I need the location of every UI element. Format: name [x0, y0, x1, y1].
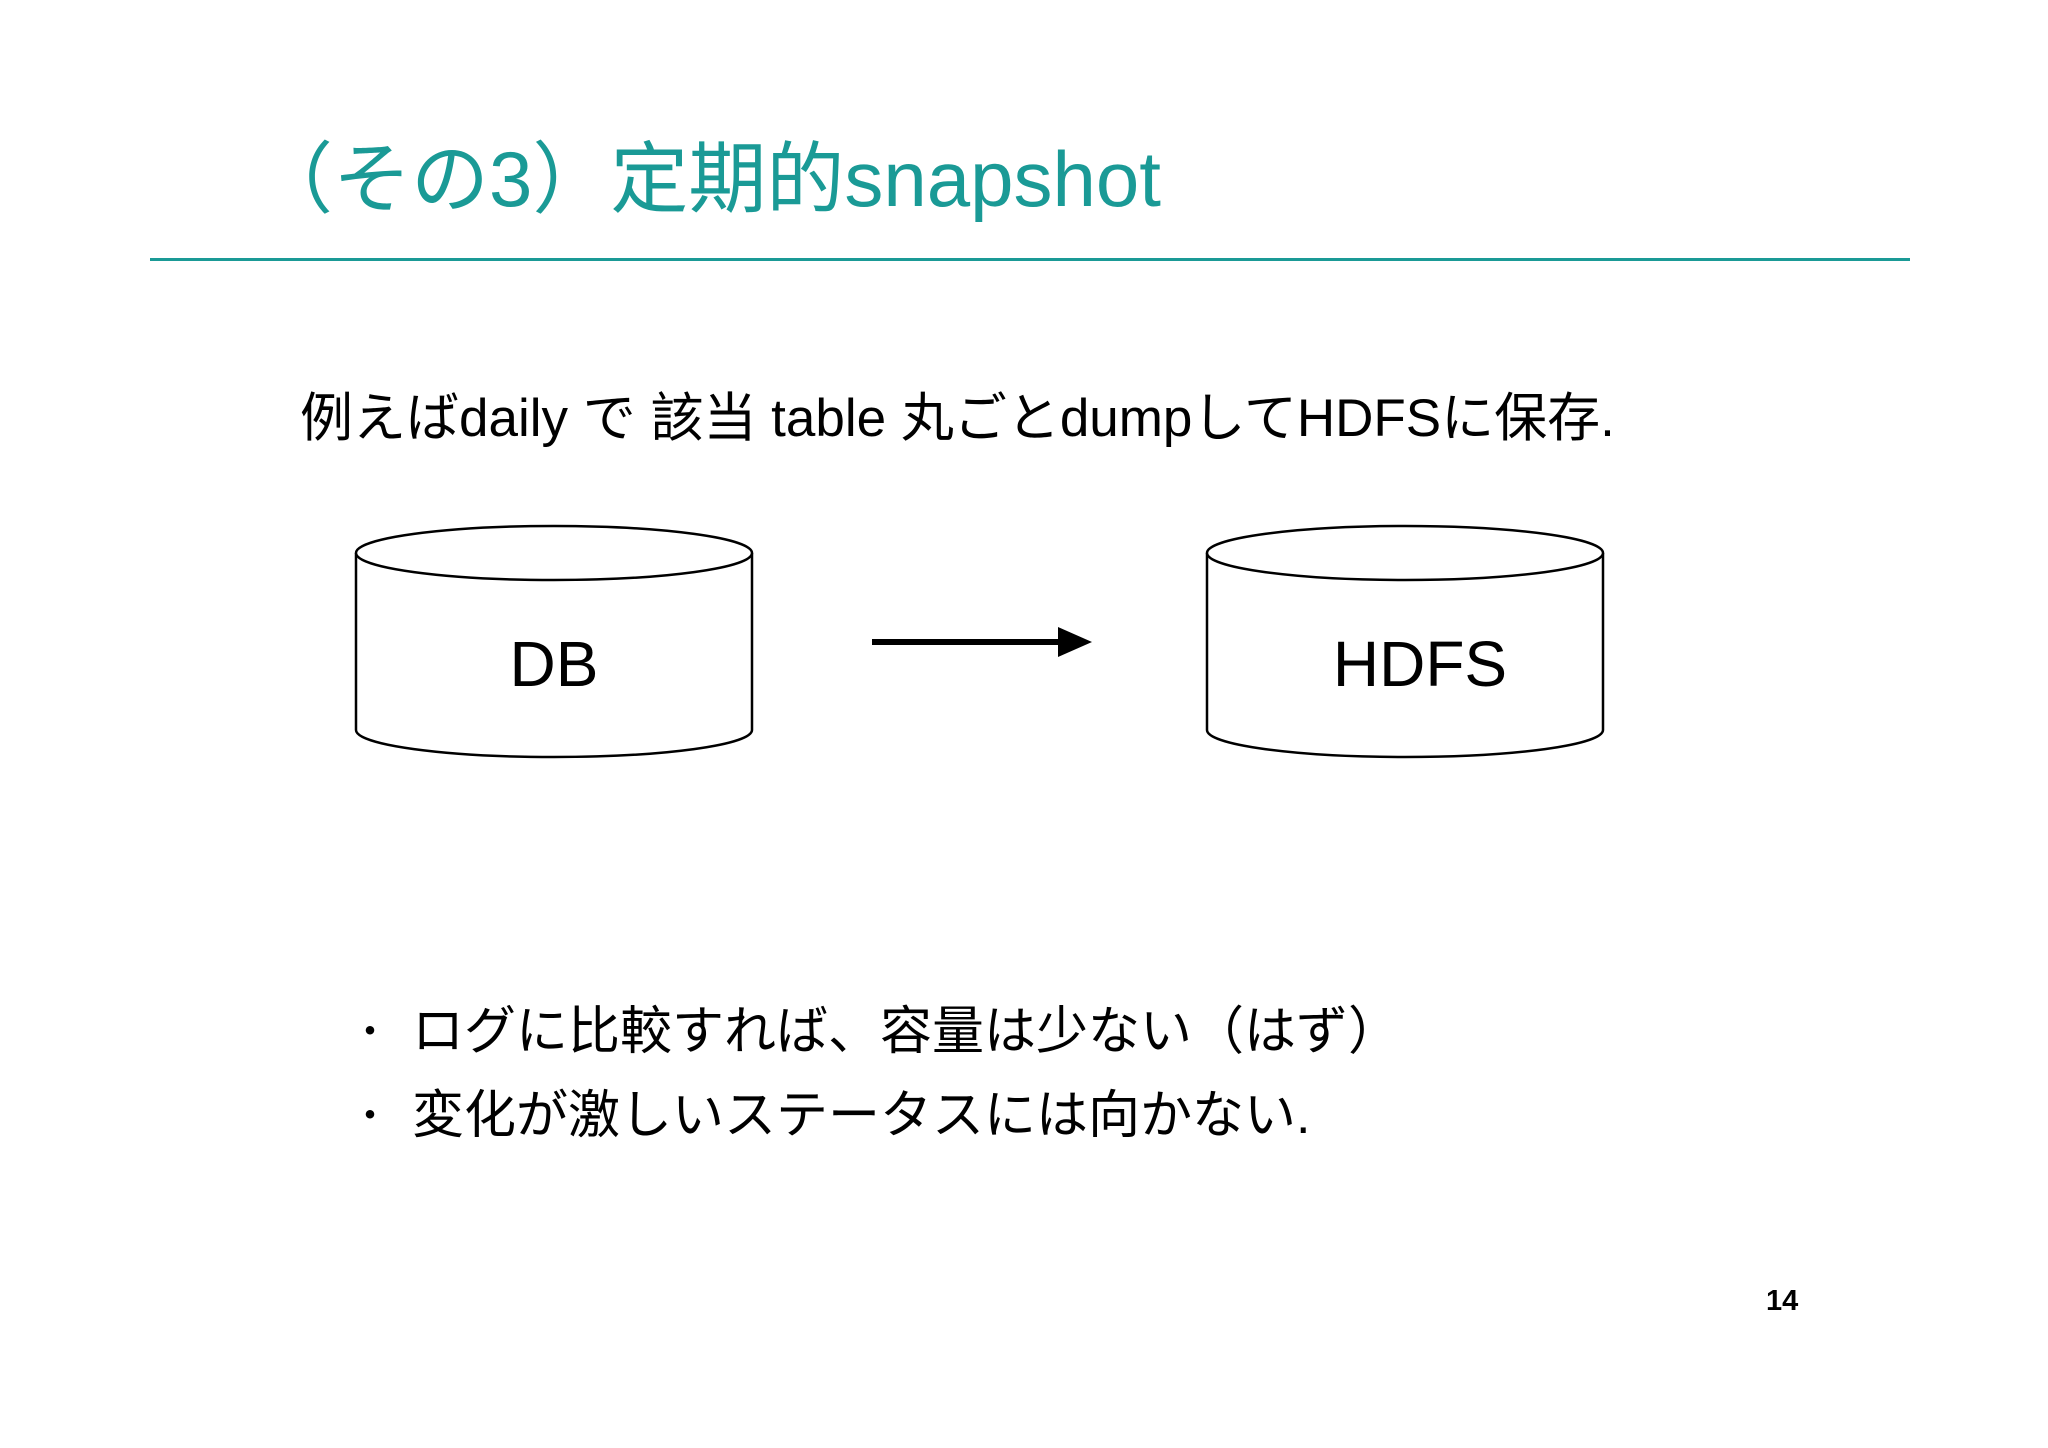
bullet-item: ・ 変化が激しいステータスには向かない. [350, 1074, 1400, 1158]
bullet-list: ・ ログに比較すれば、容量は少ない（はず） ・ 変化が激しいステータスには向かな… [350, 990, 1400, 1158]
slide-title: （その3）定期的snapshot [255, 135, 1161, 223]
arrow-icon [872, 627, 1092, 657]
hdfs-label: HDFS [1333, 628, 1507, 700]
db-cylinder [354, 524, 754, 759]
bullet-marker: ・ [350, 1094, 390, 1138]
page-number: 14 [1766, 1285, 1799, 1317]
db-label: DB [510, 628, 599, 700]
title-divider [150, 258, 1910, 261]
bullet-text: 変化が激しいステータスには向かない. [412, 1087, 1311, 1145]
bullet-text: ログに比較すれば、容量は少ない（はず） [412, 1003, 1401, 1061]
lead-text: 例えばdaily で 該当 table 丸ごとdumpしてHDFSに保存. [300, 389, 1615, 448]
bullet-item: ・ ログに比較すれば、容量は少ない（はず） [350, 990, 1400, 1074]
bullet-marker: ・ [350, 1010, 390, 1054]
hdfs-cylinder [1205, 524, 1605, 759]
